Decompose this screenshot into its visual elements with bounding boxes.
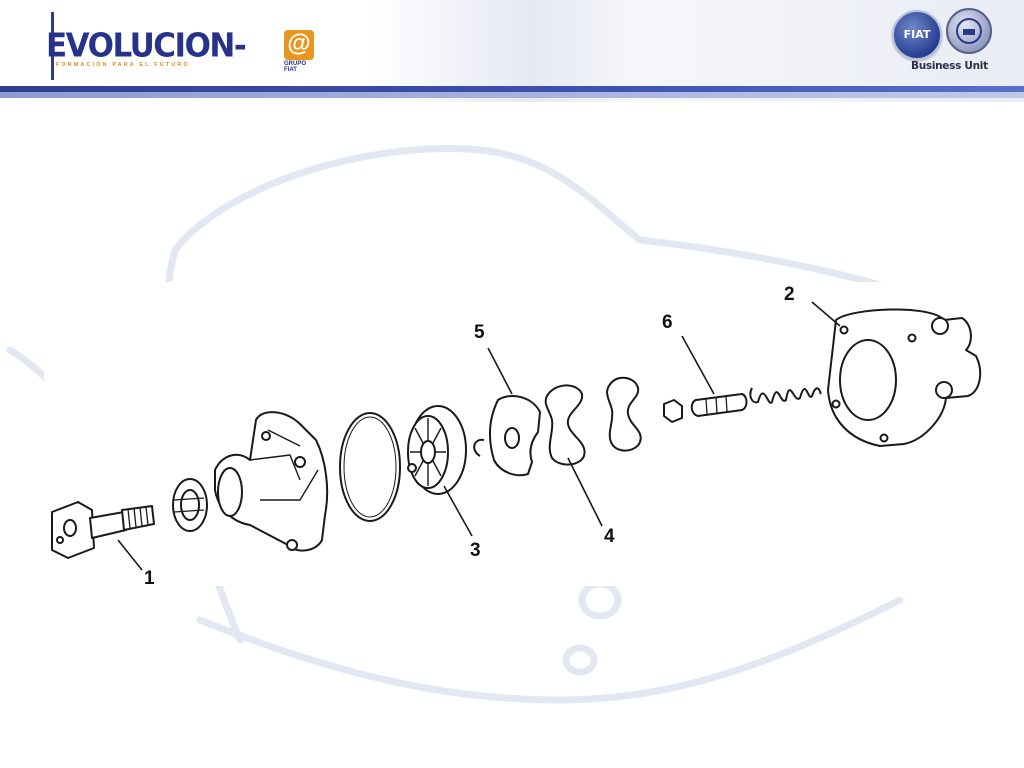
plate-hole (504, 427, 520, 449)
clip-a (544, 384, 586, 466)
housing-cavity (839, 339, 897, 421)
leader-6 (681, 335, 715, 395)
business-unit-label: Business Unit (911, 60, 988, 72)
housing-bolt-4 (907, 333, 917, 343)
housing-bolt-3 (879, 433, 889, 443)
header-rule-light (0, 92, 1024, 98)
housing-bolt-2 (831, 399, 841, 409)
callout-2: 2 (784, 284, 795, 305)
lancia-flag (963, 29, 975, 35)
logo-divider (51, 12, 54, 80)
callout-6: 6 (662, 312, 673, 333)
coil-spring (749, 387, 822, 404)
part-1-shaft (51, 501, 155, 559)
fiat-logo-icon: FIAT (892, 10, 942, 60)
valve-grooves (705, 395, 728, 415)
housing-boss-1 (294, 456, 306, 468)
header-rule (0, 86, 1024, 92)
rotor-vanes (410, 418, 446, 486)
small-nut (663, 399, 683, 423)
leader-5 (487, 347, 513, 395)
watermark-sill (196, 596, 904, 704)
leader-3 (443, 485, 473, 537)
housing-bolt-1 (839, 325, 849, 335)
callout-3: 3 (470, 540, 481, 561)
o-ring-inner (343, 416, 397, 518)
part-3-rotor (407, 405, 467, 495)
logo-at-icon: @ (284, 30, 314, 60)
header-banner (0, 0, 1024, 102)
callout-4: 4 (604, 526, 615, 547)
watermark-roof (171, 144, 644, 254)
lancia-ring (956, 18, 982, 44)
housing-port-top (931, 317, 949, 335)
pump-body (214, 411, 329, 552)
clip-b (606, 376, 642, 452)
part-4-clips (544, 376, 642, 466)
housing-boss-2 (286, 539, 298, 551)
part-5-plate (488, 395, 541, 477)
rotor-hub (420, 440, 436, 464)
housing-ribs (249, 429, 319, 501)
leader-2 (811, 301, 841, 327)
logo-tagline: FORMACIÓN PARA EL FUTURO (56, 62, 190, 68)
spline-teeth (127, 506, 149, 529)
bearing-inner (180, 489, 200, 521)
pump-bore (217, 467, 243, 517)
o-ring (339, 412, 401, 522)
bearing-lines (173, 497, 205, 513)
snap-ring (473, 438, 485, 457)
watermark-detail-2 (562, 644, 598, 676)
callout-5: 5 (474, 322, 485, 343)
flange-hole (63, 519, 77, 537)
bearing (172, 478, 208, 532)
flange-bolt-hole (56, 536, 64, 544)
leader-1 (117, 539, 143, 571)
logo-wordmark: EVOLUCION- (46, 27, 247, 65)
part-2-housing (827, 308, 982, 447)
rotor-pin (407, 463, 417, 473)
housing-boss-3 (261, 431, 271, 441)
housing-port-side (935, 381, 953, 399)
logo-group: GRUPO FIAT (284, 61, 307, 73)
leader-lines (117, 301, 841, 571)
callout-1: 1 (144, 568, 155, 589)
lancia-logo-icon (946, 8, 992, 54)
pump-housing (214, 411, 329, 552)
part-6-valve (690, 393, 748, 417)
leader-4 (567, 457, 603, 527)
